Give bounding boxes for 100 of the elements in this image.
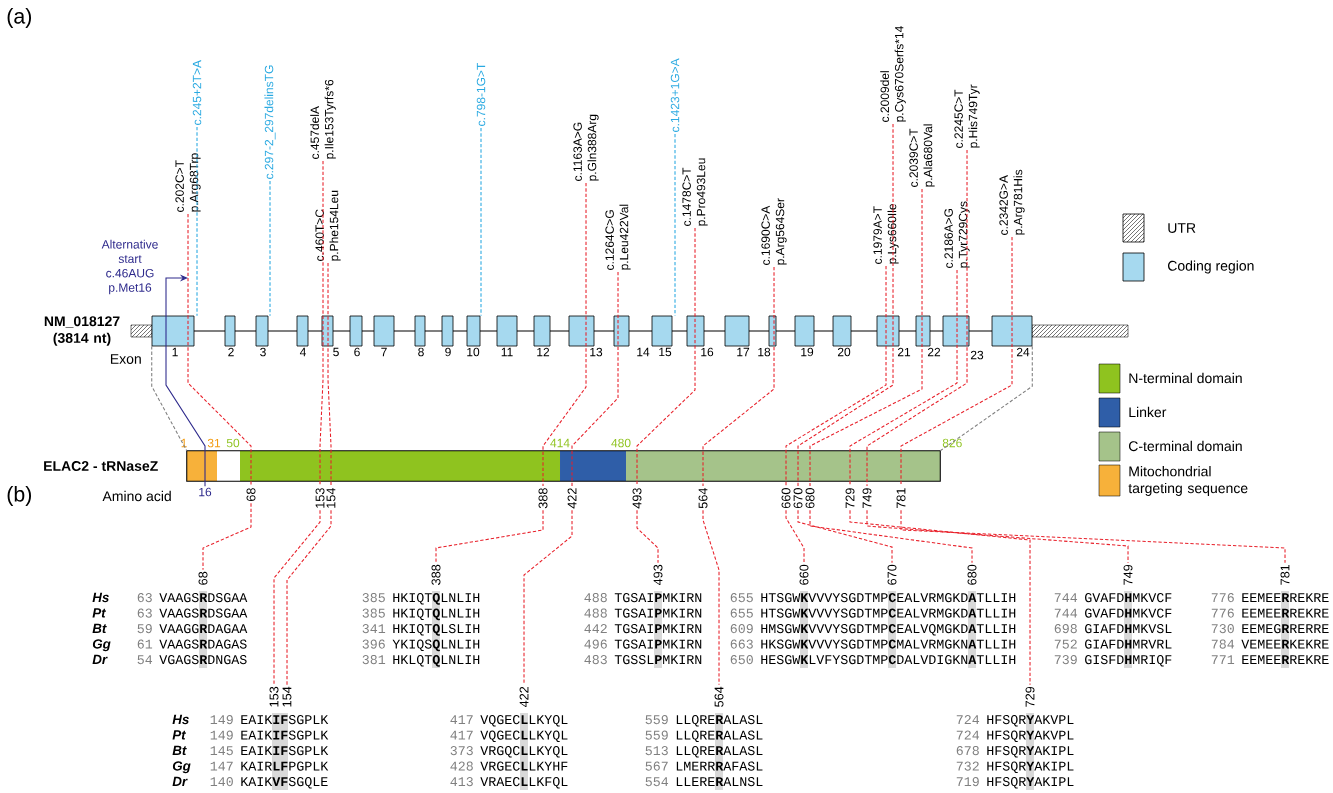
residue-number: 513 <box>645 746 668 756</box>
residue-number: 663 <box>730 639 753 649</box>
legend-label: C-terminal domain <box>1129 440 1242 452</box>
residue-number: 413 <box>450 777 473 787</box>
position-number: 68 <box>246 488 256 502</box>
sequence-text: VEMEERKEKRE <box>1241 639 1329 649</box>
position-number: 564 <box>698 488 708 509</box>
species-name: Hs <box>172 714 189 725</box>
species-name: Pt <box>92 608 107 618</box>
residue-number: 147 <box>210 761 233 771</box>
mutation-label: c.1264C>G p.Leu422Val <box>605 204 631 270</box>
residue-number: 776 <box>1211 593 1234 603</box>
sequence-text: VAAGSRDAGAS <box>159 639 247 649</box>
transcript-drawing <box>151 315 1129 347</box>
residue-number: 567 <box>645 761 668 771</box>
position-number: 660 <box>781 488 791 509</box>
residue-number: 488 <box>584 608 607 618</box>
residue-number: 54 <box>137 655 153 665</box>
species-name: Bt <box>92 623 107 634</box>
mutation-label: c.460T>C p.Phe154Leu <box>315 190 341 261</box>
sequence-text: TGSAIPMKIRN <box>614 639 702 649</box>
leader-line <box>900 236 1013 487</box>
connector-line <box>866 509 1129 564</box>
connector-line <box>939 345 1033 452</box>
residue-number: 559 <box>645 730 668 740</box>
sequence-text: KAIRLFPGPLK <box>241 761 329 771</box>
domain-boundary-number: 50 <box>226 438 240 448</box>
residue-number: 63 <box>137 593 152 603</box>
position-number: 153 <box>315 488 325 508</box>
residue-number: 483 <box>584 655 607 665</box>
sequence-text: GIAFDHMRVRL <box>1085 639 1172 649</box>
connector-line <box>202 502 252 571</box>
residue-number: 698 <box>1054 624 1077 634</box>
residue-number: 149 <box>210 715 233 725</box>
residue-number: 784 <box>1211 639 1235 649</box>
residue-number: 554 <box>645 777 669 787</box>
sequence-text: HFSQRYAKIPL <box>987 777 1074 789</box>
position-number: 154 <box>282 686 292 707</box>
sequence-text: GVAFDHMKVCF <box>1085 593 1172 603</box>
species-name: Dr <box>92 654 108 664</box>
leader-line <box>674 133 676 317</box>
residue-number: 341 <box>362 624 386 634</box>
position-number: 781 <box>1280 564 1290 585</box>
sequence-text: HKLQTQLNLIH <box>393 655 480 667</box>
sequence-text: EEMEERREKRE <box>1242 655 1329 664</box>
sequence-text: EEMEGRRERRE <box>1242 624 1329 634</box>
sequence-text: EAIKIFSGPLK <box>241 715 329 725</box>
residue-number: 776 <box>1211 608 1234 618</box>
connector-line <box>785 509 805 564</box>
residue-number: 63 <box>137 608 152 618</box>
sequence-text: EAIKIFSGPLK <box>241 730 329 740</box>
residue-number: 744 <box>1054 608 1078 618</box>
sequence-text: GVAFDHMKVCF <box>1085 608 1172 618</box>
position-number: 749 <box>1123 564 1133 585</box>
leader-line <box>636 227 696 487</box>
residue-number: 149 <box>210 730 233 740</box>
connector-line <box>702 509 720 686</box>
residue-number: 771 <box>1211 655 1235 664</box>
connector-line <box>286 509 332 686</box>
leader-line <box>480 127 482 317</box>
exon-number: 13 <box>590 347 603 357</box>
sequence-text: VGAGSRDNGAS <box>159 655 247 665</box>
sequence-text: HFSQRYAKVPL <box>987 715 1074 727</box>
sequence-text: LLERERALNSL <box>676 777 763 787</box>
sequence-text: GIAFDHMKVSL <box>1085 624 1172 634</box>
position-number: 154 <box>326 488 336 508</box>
residue-number: 744 <box>1054 593 1078 602</box>
leader-line <box>702 266 775 487</box>
mutation-label: c.1690C>A p.Arg564Ser <box>761 198 787 265</box>
position-number: 68 <box>198 571 208 585</box>
connector-line <box>797 509 893 564</box>
sequence-text: GISFDHMRIQF <box>1085 655 1172 667</box>
mutation-label: c.2039C>T p.Ala680Val <box>909 124 935 187</box>
exon-number: 23 <box>970 350 984 360</box>
sequence-text: LLQRERALASL <box>676 715 763 727</box>
mutation-label: c.798-1G>T <box>476 63 486 126</box>
residue-number: 488 <box>584 593 607 603</box>
residue-number: 417 <box>450 730 473 740</box>
connector-line <box>273 509 321 686</box>
leader-line <box>542 182 587 487</box>
exon-number: 5 <box>333 347 339 357</box>
residue-number: 145 <box>210 746 233 756</box>
leader-line <box>785 265 887 487</box>
residue-number: 678 <box>956 746 979 756</box>
residue-number: 655 <box>730 608 753 618</box>
protein-label: ELAC2 - tRNaseZ <box>44 461 158 471</box>
residue-number: 655 <box>730 593 753 603</box>
sequence-text: VRGECLLKYHF <box>480 761 568 771</box>
mutation-label: c.457delA p.Ile153Tyrfs*6 <box>310 79 336 159</box>
residue-number: 396 <box>362 639 385 649</box>
position-number: 781 <box>896 488 906 509</box>
residue-number: 385 <box>362 593 385 603</box>
sequence-text: VAAGGRDAGAA <box>159 624 248 634</box>
exon-number: 16 <box>701 347 714 357</box>
mutation-label: c.245+2T>A <box>192 60 202 125</box>
start-arrow <box>165 274 206 487</box>
exon-number: 21 <box>897 347 911 357</box>
connector-line <box>636 509 659 564</box>
position-number: 670 <box>887 564 897 585</box>
domain-boundary-number: 826 <box>942 438 962 448</box>
